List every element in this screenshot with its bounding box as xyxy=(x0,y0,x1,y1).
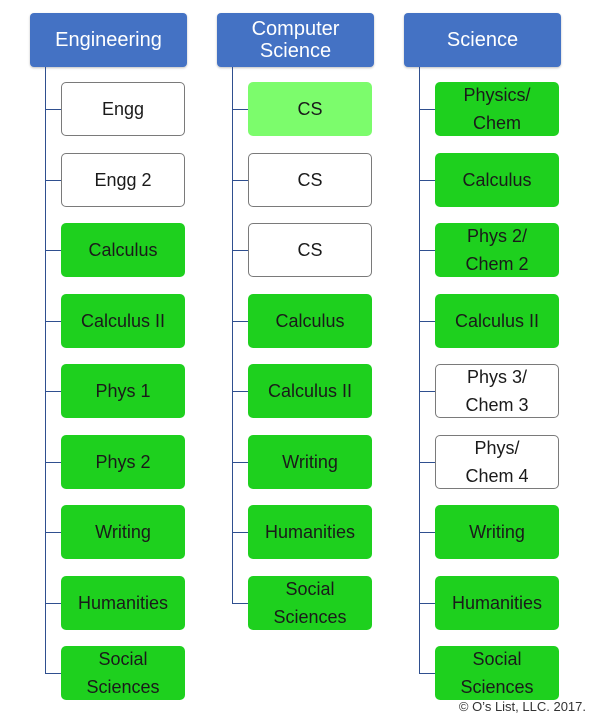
course-box: Phys 2 xyxy=(61,435,185,489)
course-box: Engg 2 xyxy=(61,153,185,207)
connector-horizontal xyxy=(419,321,435,322)
connector-horizontal xyxy=(232,180,248,181)
connector-horizontal xyxy=(45,109,61,110)
connector-horizontal xyxy=(45,250,61,251)
connector-horizontal xyxy=(419,109,435,110)
connector-vertical xyxy=(232,67,233,603)
connector-horizontal xyxy=(45,462,61,463)
course-box: CS xyxy=(248,223,372,277)
connector-horizontal xyxy=(45,180,61,181)
column-header: Engineering xyxy=(30,13,187,67)
connector-horizontal xyxy=(232,109,248,110)
connector-horizontal xyxy=(419,462,435,463)
connector-horizontal xyxy=(232,250,248,251)
connector-horizontal xyxy=(419,532,435,533)
connector-horizontal xyxy=(232,391,248,392)
connector-vertical xyxy=(45,67,46,673)
connector-horizontal xyxy=(419,250,435,251)
connector-horizontal xyxy=(232,532,248,533)
course-box: Engg xyxy=(61,82,185,136)
course-box: Social Sciences xyxy=(248,576,372,630)
course-box: Social Sciences xyxy=(61,646,185,700)
course-box: Writing xyxy=(61,505,185,559)
column-header: Computer Science xyxy=(217,13,374,67)
course-box: Calculus II xyxy=(435,294,559,348)
connector-horizontal xyxy=(419,603,435,604)
course-box: CS xyxy=(248,153,372,207)
connector-horizontal xyxy=(45,391,61,392)
connector-horizontal xyxy=(45,532,61,533)
copyright-text: © O’s List, LLC. 2017. xyxy=(458,699,586,714)
course-box: Calculus II xyxy=(61,294,185,348)
course-box: Phys 1 xyxy=(61,364,185,418)
connector-horizontal xyxy=(419,391,435,392)
course-box: Humanities xyxy=(61,576,185,630)
course-box: CS xyxy=(248,82,372,136)
course-box: Calculus II xyxy=(248,364,372,418)
course-box: Calculus xyxy=(435,153,559,207)
course-box: Phys 2/ Chem 2 xyxy=(435,223,559,277)
course-box: Calculus xyxy=(61,223,185,277)
connector-horizontal xyxy=(45,321,61,322)
course-box: Writing xyxy=(248,435,372,489)
connector-horizontal xyxy=(419,180,435,181)
connector-horizontal xyxy=(232,321,248,322)
course-box: Calculus xyxy=(248,294,372,348)
connector-horizontal xyxy=(45,603,61,604)
connector-horizontal xyxy=(45,673,61,674)
connector-horizontal xyxy=(419,673,435,674)
course-box: Humanities xyxy=(435,576,559,630)
connector-horizontal xyxy=(232,462,248,463)
course-box: Social Sciences xyxy=(435,646,559,700)
connector-horizontal xyxy=(232,603,248,604)
course-box: Phys 3/ Chem 3 xyxy=(435,364,559,418)
connector-vertical xyxy=(419,67,420,673)
column-header: Science xyxy=(404,13,561,67)
course-box: Writing xyxy=(435,505,559,559)
course-box: Physics/ Chem xyxy=(435,82,559,136)
course-box: Humanities xyxy=(248,505,372,559)
course-box: Phys/ Chem 4 xyxy=(435,435,559,489)
